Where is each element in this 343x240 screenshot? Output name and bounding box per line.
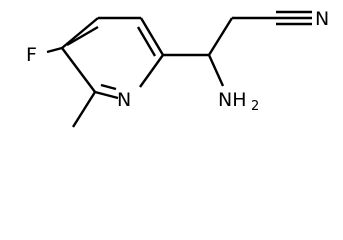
ring-bond-c2-c3 (61, 47, 96, 93)
ring-bond-n1-c2 (94, 90, 119, 100)
nitrile-nitrogen-label: N (315, 8, 329, 30)
nitrile-triple-bond (276, 10, 312, 26)
ring-nitrogen-label: N (117, 89, 131, 111)
pyridine-ring (61, 16, 165, 100)
ring-bond-c5-c6 (139, 17, 165, 56)
bond-c2-methyl (71, 91, 97, 128)
ring-bond-c5-c6-double-inner (136, 26, 157, 57)
chemical-structure: F N NH 2 N (26, 8, 329, 128)
ring-bond-c3-c4 (61, 17, 99, 49)
amine-subscript: 2 (251, 99, 259, 114)
amine-label: NH (218, 89, 247, 111)
fluorine-label: F (26, 44, 37, 66)
ring-bond-n1-c2-double-inner (100, 83, 117, 91)
bond-ch-nh2 (207, 54, 225, 87)
bond-ch-ch2 (207, 17, 234, 56)
ring-bond-c6-n1 (139, 54, 164, 88)
bond-c3-fluorine (46, 46, 63, 54)
ring-bond-c4-c5-double-inner (66, 25, 99, 47)
